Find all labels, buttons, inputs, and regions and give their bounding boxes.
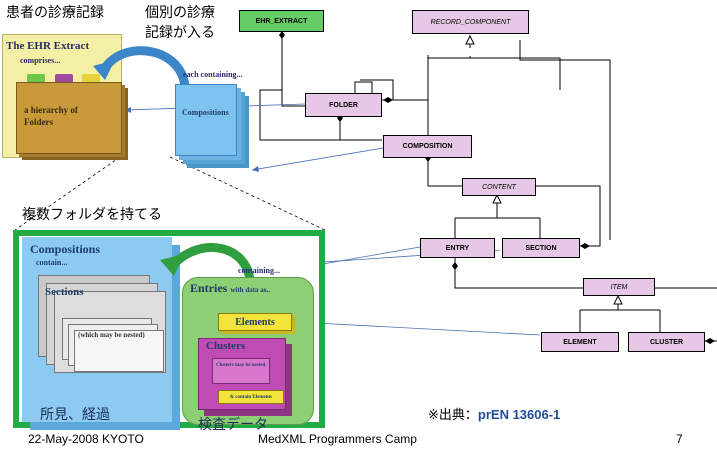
patient-record-label: 患者の診療記録 <box>6 5 104 21</box>
uml-class-composition: COMPOSITION <box>383 135 472 158</box>
folder-label: FOLDER <box>329 101 358 109</box>
folders-text: a hierarchy of Folders <box>24 105 78 127</box>
footer-page-number: 7 <box>676 432 683 446</box>
curved-arrow-icon <box>93 46 190 91</box>
entry-label: ENTRY <box>445 244 470 252</box>
nested-sections-3 <box>74 330 164 372</box>
compositions-stack <box>175 84 237 156</box>
ehr-extract-title: The EHR Extract <box>6 40 90 52</box>
elements-box: Elements <box>218 313 292 331</box>
section-label: SECTION <box>525 244 557 252</box>
uml-class-content: CONTENT <box>462 178 536 196</box>
source-prefix: ※出典： <box>428 408 478 423</box>
composition-contain-text: contain... <box>36 258 68 267</box>
folder-stack <box>16 82 122 154</box>
uml-class-element: ELEMENT <box>541 332 619 352</box>
composition-label: COMPOSITION <box>402 143 453 150</box>
folder-tab-yellow <box>82 74 100 82</box>
sections-title: Sections <box>45 286 84 298</box>
with-data-label: with data as.. <box>230 286 271 294</box>
folder-tab-purple <box>55 74 73 82</box>
item-label: ITEM <box>610 283 628 291</box>
each-containing-text: each containing... <box>183 70 243 79</box>
element-label: ELEMENT <box>563 338 597 346</box>
findings-label: 所見、経過 <box>40 407 110 423</box>
compositions-text: Compositions <box>182 108 229 117</box>
individual-record-label-line1: 個別の診療 <box>145 5 215 21</box>
comprises-text: comprises... <box>20 56 61 65</box>
clusters-nested-text: Clusters may be nested <box>216 363 266 368</box>
individual-record-label-line2: 記録が入る <box>145 25 215 41</box>
containing-text: containing... <box>238 266 281 275</box>
uml-class-entry: ENTRY <box>420 238 495 258</box>
contain-elements-box: & contain Elements <box>218 390 284 404</box>
source-citation: ※出典：prEN 13606-1 <box>428 404 560 423</box>
elements-label: Elements <box>235 316 275 328</box>
nested-clusters-box <box>212 358 270 384</box>
uml-class-cluster: CLUSTER <box>628 332 705 352</box>
ehr-extract-label: EHR_EXTRACT <box>255 17 308 25</box>
uml-class-record-component: RECORD_COMPONENT <box>412 10 529 34</box>
entries-label: Entries <box>190 281 228 295</box>
lab-data-label: 検査データ <box>198 417 268 433</box>
contain-elements-label: & contain Elements <box>229 394 273 400</box>
entries-title: Entries with data as.. <box>190 281 270 296</box>
uml-class-item: ITEM <box>583 278 655 296</box>
cluster-label: CLUSTER <box>649 338 684 346</box>
source-name: prEN 13606-1 <box>477 407 561 422</box>
footer-event: MedXML Programmers Camp <box>258 432 417 446</box>
clusters-title: Clusters <box>206 340 246 352</box>
ehr-extract-illustration: The EHR Extract comprises... a hierarchy… <box>0 28 250 160</box>
composition-title: Compositions <box>30 242 101 256</box>
uml-class-ehr-extract: EHR_EXTRACT <box>239 10 324 32</box>
content-label: CONTENT <box>482 183 516 191</box>
folder-tab-green <box>27 74 45 82</box>
record-component-label: RECORD_COMPONENT <box>430 18 511 26</box>
footer-date-place: 22-May-2008 KYOTO <box>28 432 144 446</box>
nested-text: (which may be nested) <box>78 331 145 339</box>
curved-arrow-green-icon <box>160 243 255 281</box>
uml-class-section: SECTION <box>502 238 580 258</box>
multiple-folders-label: 複数フォルダを持てる <box>22 207 162 223</box>
uml-class-folder: FOLDER <box>305 93 382 117</box>
